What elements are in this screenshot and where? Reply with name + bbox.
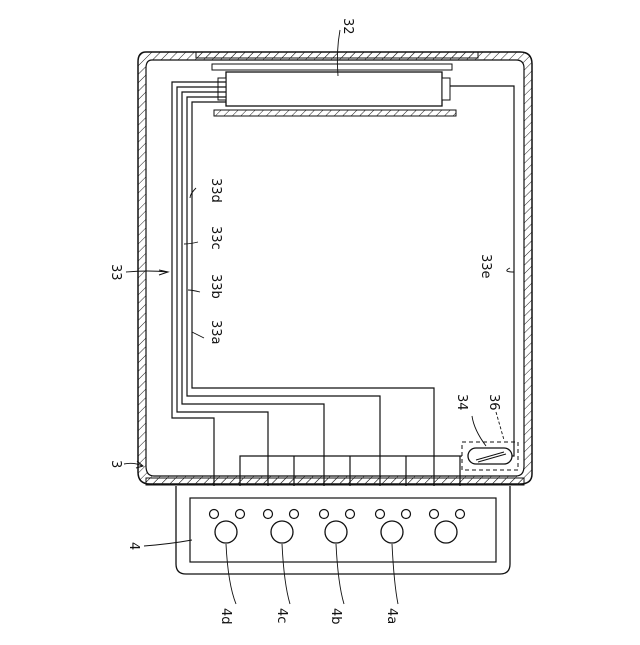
label-33d: 33d	[208, 178, 223, 203]
label-4d: 4d	[218, 608, 233, 625]
label-34: 34	[454, 394, 469, 411]
label-4c: 4c	[274, 608, 289, 623]
label-33a: 33a	[208, 320, 223, 345]
terminal-4b	[325, 521, 347, 543]
partition-wall	[146, 478, 524, 485]
label-4: 4	[126, 542, 141, 550]
contact-8	[402, 510, 411, 519]
label-4a: 4a	[384, 608, 399, 624]
contact-10	[456, 510, 465, 519]
label-36: 36	[486, 394, 501, 411]
terminal-4a	[381, 521, 403, 543]
label-3: 3	[108, 460, 123, 468]
label-33c: 33c	[208, 226, 223, 250]
label-32: 32	[340, 18, 355, 35]
terminal-4c	[271, 521, 293, 543]
contact-9	[430, 510, 439, 519]
label-33b: 33b	[208, 274, 223, 299]
label-33: 33	[108, 264, 123, 281]
contact-4	[290, 510, 299, 519]
contact-2	[236, 510, 245, 519]
terminal-5	[435, 521, 457, 543]
label-33e: 33e	[478, 254, 493, 279]
contact-7	[376, 510, 385, 519]
contact-6	[346, 510, 355, 519]
contact-5	[320, 510, 329, 519]
contact-1	[210, 510, 219, 519]
label-4b: 4b	[328, 608, 343, 625]
terminal-4d	[215, 521, 237, 543]
contact-3	[264, 510, 273, 519]
